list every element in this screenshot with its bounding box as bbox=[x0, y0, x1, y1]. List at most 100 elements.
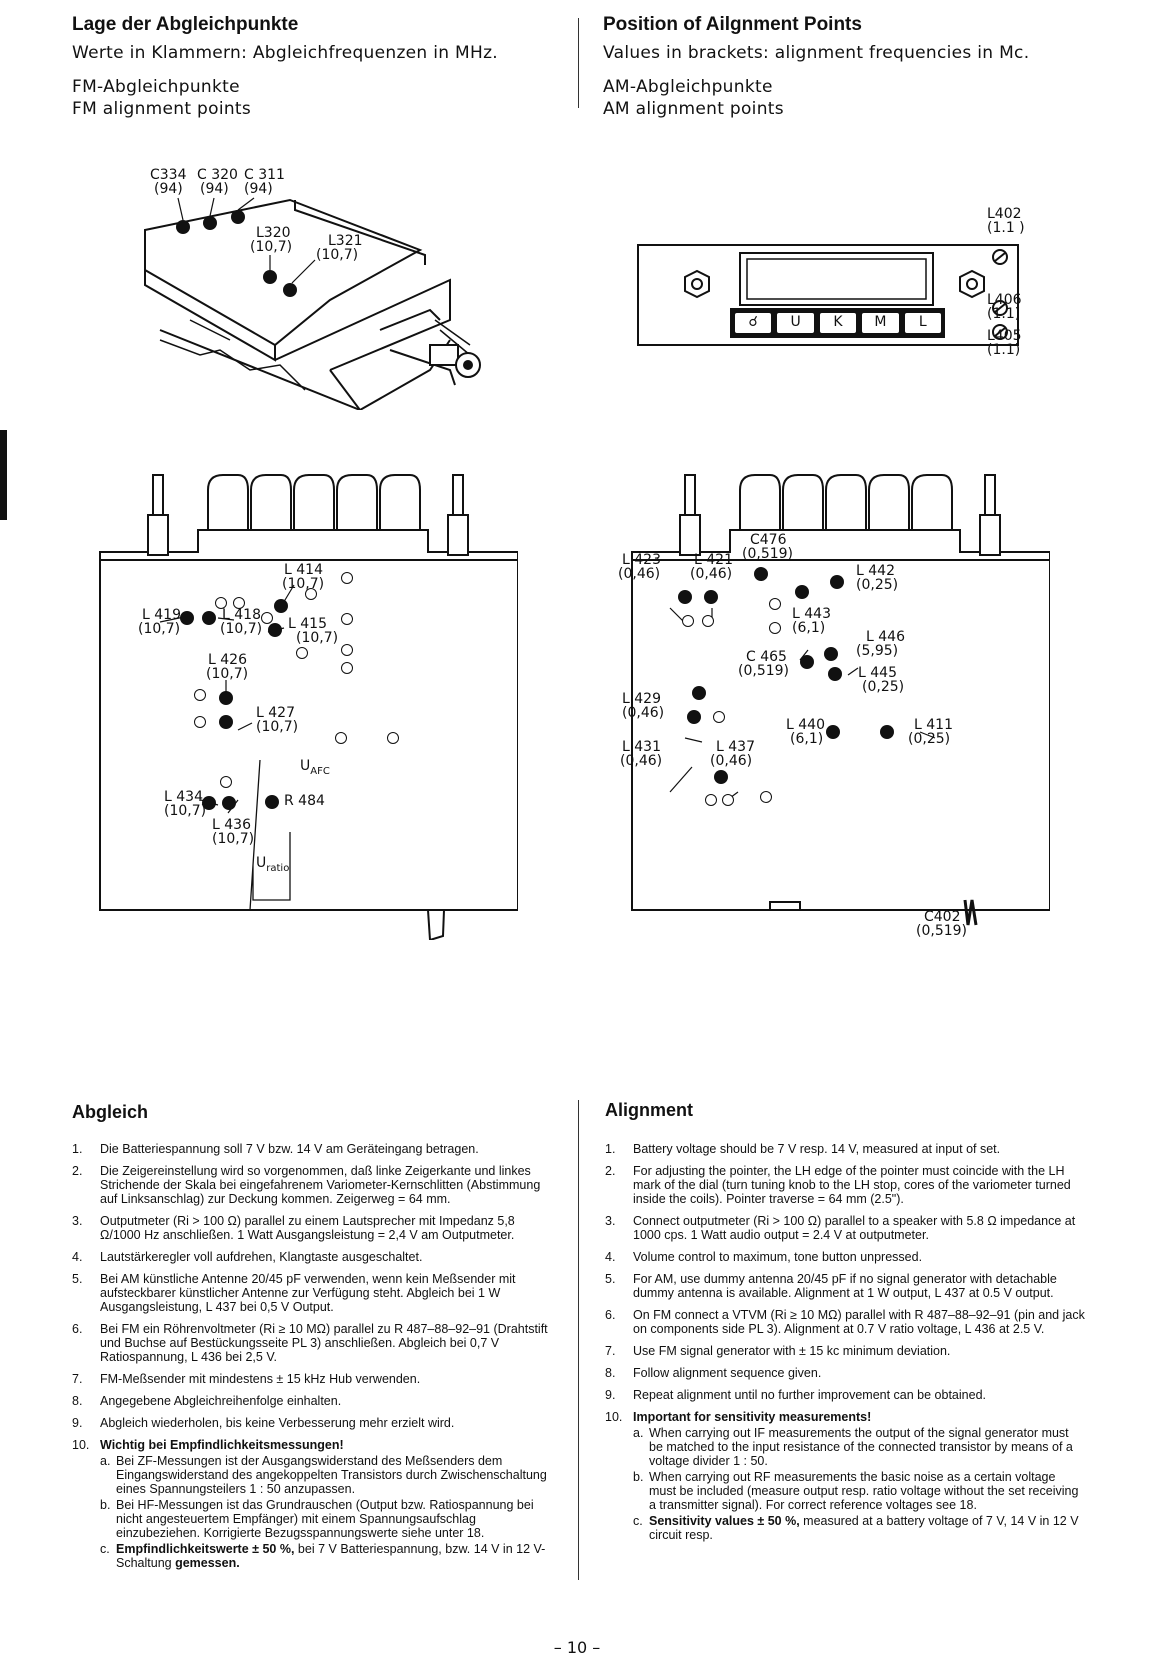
r484-core bbox=[265, 795, 279, 809]
l414-core bbox=[274, 599, 288, 613]
l436-label: L 436 bbox=[212, 817, 251, 833]
c476-label: C476 bbox=[750, 532, 787, 548]
radio-front-drawing: ☌ U K M L L402 (1.1 ) L406 (1.1) L405 (1… bbox=[635, 205, 1055, 375]
preset-button-row: ☌ U K M L bbox=[734, 312, 943, 334]
am-board-outline bbox=[631, 474, 1051, 926]
left-subtitle-3: FM alignment points bbox=[72, 99, 252, 119]
fm-hole bbox=[261, 612, 273, 624]
l421-core bbox=[704, 590, 718, 604]
fm-hole bbox=[215, 597, 227, 609]
l427-core bbox=[219, 715, 233, 729]
l437-core bbox=[714, 770, 728, 784]
am-hole bbox=[705, 794, 717, 806]
am-hole bbox=[682, 615, 694, 627]
preset-button-tone[interactable]: ☌ bbox=[734, 312, 773, 334]
abgleich-item: 4.Lautstärkeregler voll aufdrehen, Klang… bbox=[72, 1250, 423, 1264]
abgleich-subitem: a.Bei ZF-Messungen ist der Ausgangswider… bbox=[100, 1454, 547, 1496]
alignment-item: 5.For AM, use dummy antenna 20/45 pF if … bbox=[605, 1272, 1057, 1300]
l434-freq: (10,7) bbox=[164, 803, 207, 819]
l423-freq: (0,46) bbox=[618, 566, 661, 582]
l427-freq: (10,7) bbox=[256, 719, 299, 735]
l427-label: L 427 bbox=[256, 705, 295, 721]
alignment-item: 1.Battery voltage should be 7 V resp. 14… bbox=[605, 1142, 1001, 1156]
c476-freq: (0,519) bbox=[742, 546, 794, 562]
fm-hole bbox=[194, 689, 206, 701]
preset-button-u[interactable]: U bbox=[776, 312, 815, 334]
right-subtitle-3: AM alignment points bbox=[603, 99, 784, 119]
preset-button-k[interactable]: K bbox=[818, 312, 858, 334]
binding-mark bbox=[0, 430, 7, 520]
fm-hole bbox=[233, 597, 245, 609]
c320-freq: (94) bbox=[200, 181, 229, 197]
preset-button-l[interactable]: L bbox=[903, 312, 943, 334]
l321-freq: (10,7) bbox=[316, 247, 359, 263]
alignment-item: 2.For adjusting the pointer, the LH edge… bbox=[605, 1164, 1071, 1206]
l321-label: L321 bbox=[328, 233, 363, 249]
l423-core bbox=[678, 590, 692, 604]
l446-core bbox=[824, 647, 838, 661]
header-divider bbox=[578, 18, 579, 108]
l418-label: L 418 bbox=[222, 607, 261, 623]
abgleich-subitem: b.Bei HF-Messungen ist das Grundrauschen… bbox=[100, 1498, 534, 1540]
l437-label: L 437 bbox=[716, 739, 755, 755]
l429-freq: (0,46) bbox=[622, 705, 665, 721]
l414-label: L 414 bbox=[284, 562, 323, 578]
am-hole bbox=[702, 615, 714, 627]
l414-freq: (10,7) bbox=[282, 576, 325, 592]
alignment-subitem: a.When carrying out IF measurements the … bbox=[633, 1426, 1073, 1468]
l421-label: L 421 bbox=[694, 552, 733, 568]
l442-core bbox=[830, 575, 844, 589]
l415-freq: (10,7) bbox=[296, 630, 339, 646]
c334-label: C334 bbox=[150, 167, 187, 183]
l402-label: L402 bbox=[987, 206, 1022, 222]
l411-core bbox=[880, 725, 894, 739]
right-subtitle-2: AM-Abgleichpunkte bbox=[603, 77, 773, 97]
preset-button-m[interactable]: M bbox=[861, 312, 900, 334]
l415-core bbox=[268, 623, 282, 637]
alignment-subitem: b.When carrying out RF measurements the … bbox=[633, 1470, 1079, 1512]
c311-label: C 311 bbox=[244, 167, 285, 183]
l440-core bbox=[826, 725, 840, 739]
l442-freq: (0,25) bbox=[856, 577, 899, 593]
l440-label: L 440 bbox=[786, 717, 825, 733]
l419-core bbox=[180, 611, 194, 625]
fm-hole bbox=[341, 662, 353, 674]
fm-board: L 414 (10,7) L 419 (10,7) L 418 (10,7) L… bbox=[98, 470, 519, 942]
l440-freq: (6,1) bbox=[790, 731, 824, 747]
l405-freq: (1.1) bbox=[987, 342, 1021, 358]
l411-label: L 411 bbox=[914, 717, 953, 733]
l429-label: L 429 bbox=[622, 691, 661, 707]
l423-label: L 423 bbox=[622, 552, 661, 568]
alignment-item: 8.Follow alignment sequence given. bbox=[605, 1366, 822, 1380]
abgleich-item: 2.Die Zeigereinstellung wird so vorgenom… bbox=[72, 1164, 541, 1206]
abgleich-item: 10.Wichtig bei Empfindlichkeitsmessungen… bbox=[72, 1438, 552, 1570]
alignment-subitem: c.Sensitivity values ± 50 %, measured at… bbox=[633, 1514, 1079, 1542]
l443-freq: (6,1) bbox=[792, 620, 826, 636]
alignment-item: 3.Connect outputmeter (Ri > 100 Ω) paral… bbox=[605, 1214, 1076, 1242]
l418-freq: (10,7) bbox=[220, 621, 263, 637]
l431-core bbox=[687, 710, 701, 724]
am-board: C476 (0,519) L 423 (0,46) L 421 (0,46) L… bbox=[618, 470, 1051, 945]
l418-core bbox=[202, 611, 216, 625]
alignment-item: 6.On FM connect a VTVM (Ri ≥ 10 MΩ) para… bbox=[605, 1308, 1085, 1336]
l419-freq: (10,7) bbox=[138, 621, 181, 637]
l429-core bbox=[692, 686, 706, 700]
right-subtitle-1: Values in brackets: alignment frequencie… bbox=[603, 43, 1030, 63]
c402-label: C402 bbox=[924, 909, 961, 925]
left-title: Lage der Abgleichpunkte bbox=[72, 14, 299, 35]
abgleich-item: 6.Bei FM ein Röhrenvoltmeter (Ri ≥ 10 MΩ… bbox=[72, 1322, 548, 1364]
fm-tuner-svg bbox=[144, 197, 481, 412]
am-hole bbox=[769, 622, 781, 634]
alignment-item: 10.Important for sensitivity measurement… bbox=[605, 1410, 1085, 1542]
alignment-item: 9.Repeat alignment until no further impr… bbox=[605, 1388, 986, 1402]
left-subtitle-2: FM-Abgleichpunkte bbox=[72, 77, 240, 97]
abgleich-item: 9.Abgleich wiederholen, bis keine Verbes… bbox=[72, 1416, 455, 1430]
c402-freq: (0,519) bbox=[916, 923, 968, 939]
c334-freq: (94) bbox=[154, 181, 183, 197]
alignment-item: 4.Volume control to maximum, tone button… bbox=[605, 1250, 923, 1264]
l445-freq: (0,25) bbox=[862, 679, 905, 695]
fm-hole bbox=[341, 572, 353, 584]
l431-label: L 431 bbox=[622, 739, 661, 755]
fm-hole bbox=[194, 716, 206, 728]
l426-core bbox=[219, 691, 233, 705]
